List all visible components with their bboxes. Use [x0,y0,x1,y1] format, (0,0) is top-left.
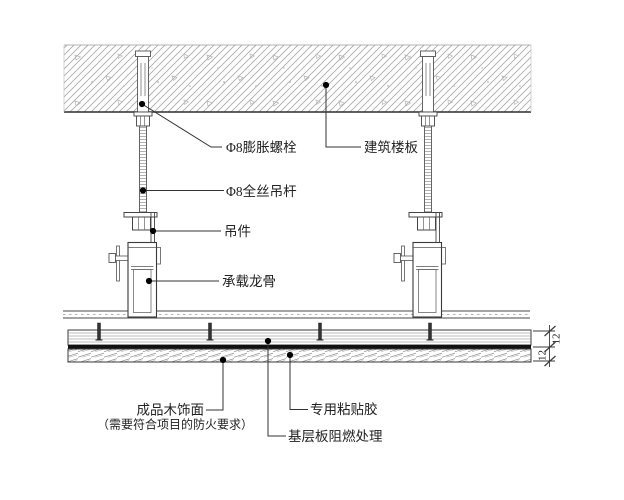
dimension-annotation: 12 12 [533,325,563,367]
label-hanger-clip: 吊件 [224,224,251,239]
dim-veneer: 12 [537,350,549,361]
label-hanger-rod: Φ8全丝吊杆 [226,183,297,199]
label-wood-finish: 成品木饰面 [137,403,205,418]
base-board-layer [67,329,532,346]
leader-dots [138,81,330,364]
label-expansion-bolt: Φ8膨胀螺栓 [226,140,297,155]
adhesive-layer [68,345,531,349]
label-wood-finish-note: （需要符合项目的防火要求） [97,417,253,432]
wood-veneer-layer [67,348,532,363]
label-carrier-keel: 承载龙骨 [222,274,276,289]
leader-lines [141,85,361,437]
label-floor-slab: 建筑楼板 [364,140,418,155]
label-adhesive: 专用粘贴胶 [310,401,378,417]
dim-base-board: 12 [551,334,563,345]
label-base-board: 基层板阻燃处理 [288,428,383,444]
panel-screws [95,322,434,341]
floor-slab-hatch [63,44,532,113]
